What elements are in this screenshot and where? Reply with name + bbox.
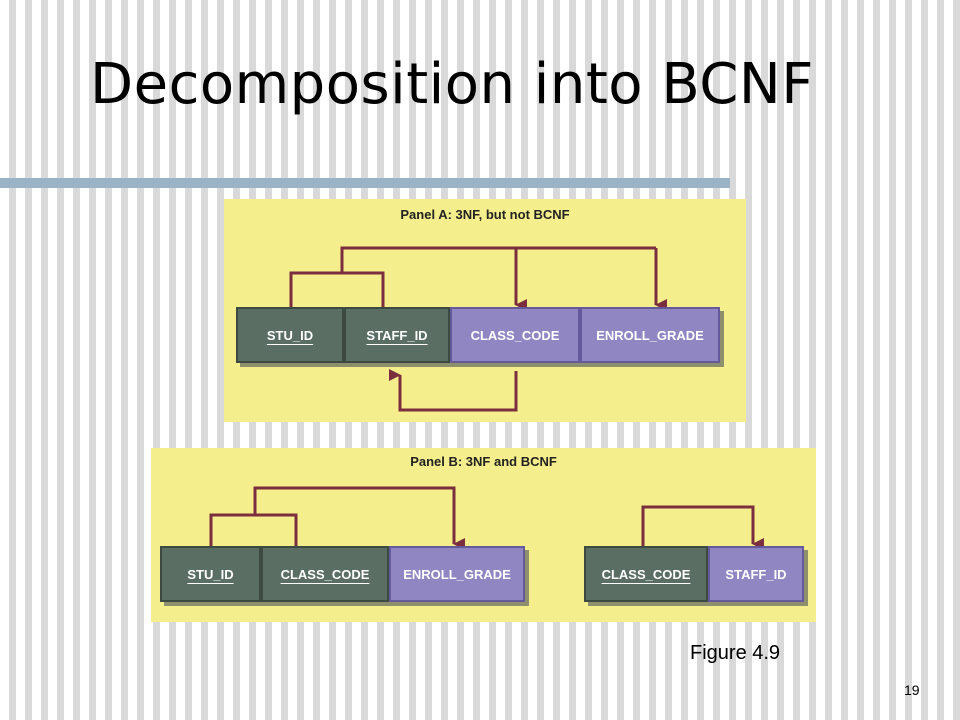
figure-caption: Figure 4.9	[690, 642, 781, 664]
table1-enroll-grade: ENROLL_GRADE	[389, 546, 525, 602]
arrow-class-to-staff-b	[641, 505, 764, 550]
panel-b-title: Panel B: 3NF and BCNF	[410, 454, 557, 469]
attr-class-code: CLASS_CODE	[450, 307, 580, 363]
page-number: 19	[904, 682, 920, 698]
title-divider	[0, 178, 730, 188]
attr-staff-id: STAFF_ID	[344, 307, 450, 363]
arrow-class-to-staff	[389, 369, 518, 412]
table1-stu-id: STU_ID	[160, 546, 261, 602]
attr-stu-id: STU_ID	[236, 307, 344, 363]
determinant-bracket-b1	[209, 513, 298, 546]
slide-title: Decomposition into BCNF	[90, 52, 814, 117]
attr-enroll-grade: ENROLL_GRADE	[580, 307, 720, 363]
panel-a-arrows	[289, 246, 667, 412]
table1-class-code: CLASS_CODE	[261, 546, 389, 602]
panel-b: Panel B: 3NF and BCNF STU_ID CLASS_CODE …	[151, 448, 816, 622]
dependency-line-a	[340, 246, 656, 273]
panel-a-title: Panel A: 3NF, but not BCNF	[400, 207, 570, 222]
panel-b-arrows	[209, 486, 764, 550]
arrow-to-enroll-grade-b	[253, 486, 465, 550]
table2-class-code: CLASS_CODE	[584, 546, 708, 602]
table2-staff-id: STAFF_ID	[708, 546, 804, 602]
determinant-bracket-a	[289, 271, 385, 307]
panel-a: Panel A: 3NF, but not BCNF STU_ID STAFF_…	[224, 199, 746, 422]
